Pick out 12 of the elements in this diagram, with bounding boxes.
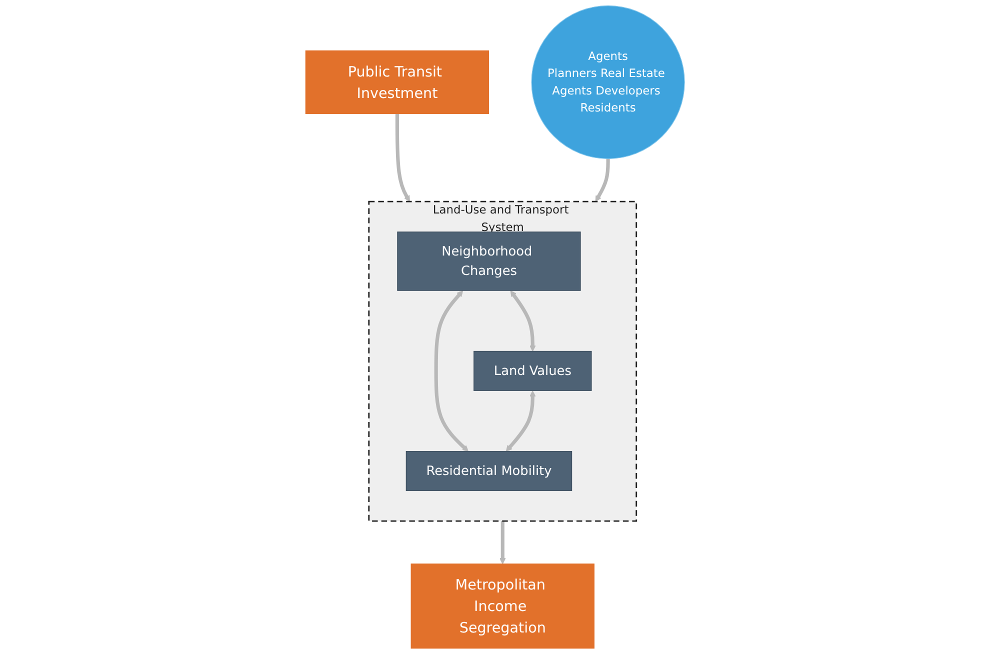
node-box: Residential Mobility	[406, 451, 572, 492]
arrow	[510, 290, 536, 352]
arrow	[499, 521, 506, 564]
node-circle: Agents Planners Real Estate Agents Developers Residents	[531, 5, 685, 160]
arrow	[595, 158, 610, 202]
node-box: Metropolitan Income Segregation	[410, 564, 594, 649]
node-box: Neighborhood Changes	[397, 232, 581, 291]
arrow	[434, 290, 468, 452]
arrow	[395, 114, 410, 202]
node-box: Public Transit Investment	[305, 50, 489, 114]
arrow	[506, 390, 536, 452]
node-box: Land Values	[473, 350, 592, 391]
